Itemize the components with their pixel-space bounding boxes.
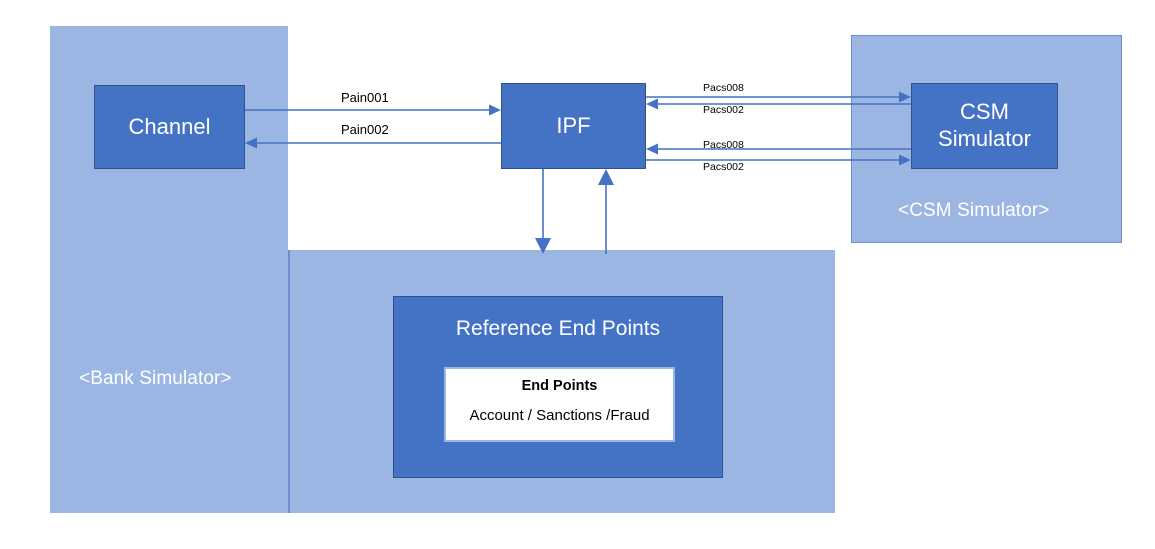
node-reference-end-points-title: Reference End Points [455,317,661,340]
connector-label-pacs002-out: Pacs002 [703,161,744,173]
connector-label-pacs002-in: Pacs002 [703,104,744,116]
end-points-card-title: End Points [521,378,598,394]
node-channel-label: Channel [128,114,211,139]
panel-csm-simulator[interactable] [851,35,1122,243]
connector-label-pacs008-out: Pacs008 [703,82,744,94]
panel-label-bank-simulator: <Bank Simulator> [79,368,232,389]
node-ipf[interactable]: IPF [501,83,646,169]
connector-ipf-to-endpoints [535,169,551,254]
node-csm-label-line1: CSM [960,99,1009,125]
connector-label-pacs008-in: Pacs008 [703,139,744,151]
end-points-card[interactable]: End Points Account / Sanctions /Fraud [444,367,675,442]
node-csm-label-line2: Simulator [938,126,1031,151]
panel-label-csm-simulator: <CSM Simulator> [898,200,1050,221]
node-csm-simulator[interactable]: CSM Simulator [911,83,1058,169]
connector-label-pain002: Pain002 [341,122,389,137]
connector-endpoints-to-ipf [598,169,614,254]
panel-bank-simulator-lower [50,250,288,513]
connector-label-pain001: Pain001 [341,90,389,105]
node-ipf-label: IPF [556,113,591,138]
end-points-card-items: Account / Sanctions /Fraud [469,407,650,424]
node-reference-end-points[interactable]: Reference End Points End Points Account … [393,296,723,478]
panel-divider [288,250,290,513]
node-channel[interactable]: Channel [94,85,245,169]
